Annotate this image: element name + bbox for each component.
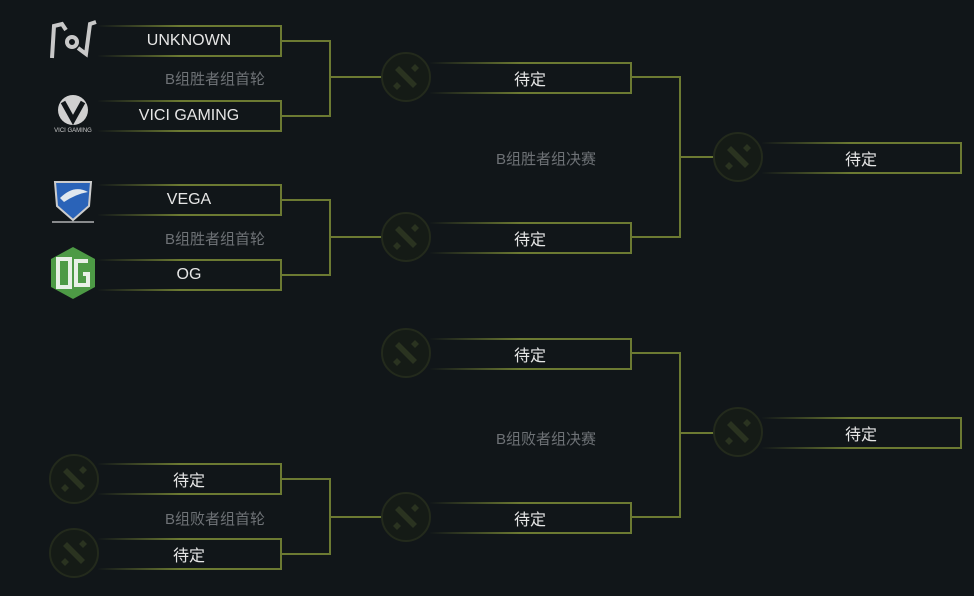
vici-gaming-logo: VICI GAMING [48,88,98,138]
dota-placeholder-icon [713,132,763,182]
team-name: 待定 [513,348,546,365]
team-name: OG [176,266,202,283]
team-slot-tbd[interactable]: 待定 [98,538,282,570]
dota-placeholder-icon [49,454,99,504]
dota-placeholder-icon [381,492,431,542]
team-name: UNKNOWN [146,32,232,49]
round2-slot[interactable]: 待定 [430,222,632,254]
connector [329,516,382,518]
team-name: 待定 [513,512,546,529]
team-name: 待定 [172,548,205,565]
dota-placeholder-icon [381,328,431,378]
team-slot-unknown[interactable]: UNKNOWN [98,25,282,57]
vici-logo-text: VICI GAMING [54,128,92,134]
connector [631,352,681,354]
round2-slot[interactable]: 待定 [430,338,632,370]
team-name: 待定 [513,72,546,89]
connector [329,40,331,117]
team-name: 待定 [844,152,877,169]
connector [329,236,382,238]
team-name: 待定 [844,427,877,444]
connector [281,553,331,555]
team-name: VEGA [166,191,212,208]
dota-placeholder-icon [381,212,431,262]
round2-slot[interactable]: 待定 [430,502,632,534]
dota-placeholder-icon [381,52,431,102]
match-label: B组胜者组决赛 [495,151,596,168]
match-label: B组胜者组首轮 [164,71,265,88]
connector [679,432,714,434]
dota-placeholder-icon [713,407,763,457]
connector [281,274,331,276]
connector [631,236,681,238]
match-label: B组胜者组首轮 [164,231,265,248]
round3-slot[interactable]: 待定 [762,142,962,174]
og-logo [48,247,98,299]
team-name: VICI GAMING [138,107,240,124]
connector [631,516,681,518]
team-slot-tbd[interactable]: 待定 [98,463,282,495]
round3-slot[interactable]: 待定 [762,417,962,449]
connector [281,478,331,480]
connector [631,76,681,78]
team-name: 待定 [172,473,205,490]
dota-placeholder-icon [49,528,99,578]
vega-logo [48,175,98,225]
team-slot-vega[interactable]: VEGA [98,184,282,216]
team-slot-vici-gaming[interactable]: VICI GAMING [98,100,282,132]
round2-slot[interactable]: 待定 [430,62,632,94]
connector [281,115,331,117]
connector [281,199,331,201]
connector [281,40,331,42]
team-slot-og[interactable]: OG [98,259,282,291]
match-label: B组败者组首轮 [164,511,265,528]
unknown-logo [48,16,98,66]
connector [329,76,382,78]
connector [679,156,714,158]
connector [679,352,681,518]
team-name: 待定 [513,232,546,249]
match-label: B组败者组决赛 [495,431,596,448]
